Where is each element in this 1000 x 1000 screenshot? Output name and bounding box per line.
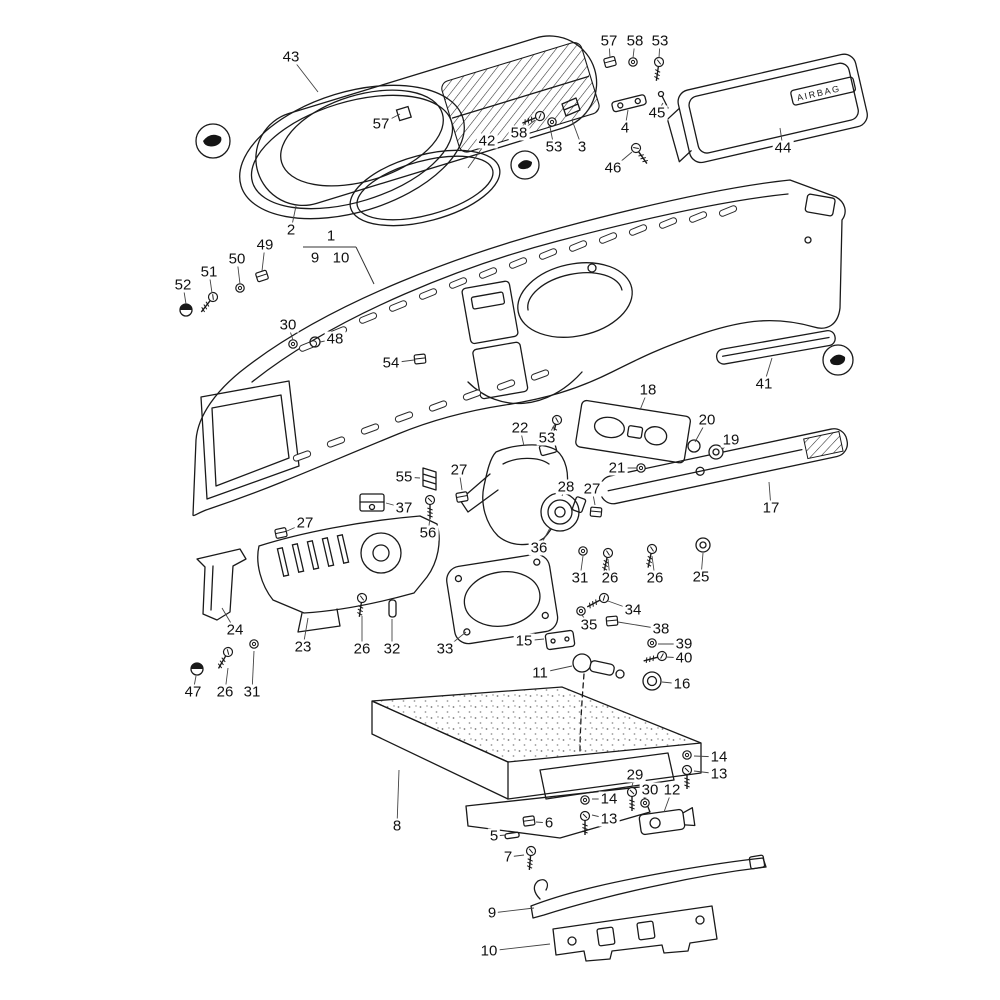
part-grommet bbox=[642, 671, 662, 691]
clip-icon bbox=[589, 506, 603, 518]
part-trim-strip-17 bbox=[599, 428, 848, 505]
washer-icon bbox=[640, 798, 650, 808]
part-cap-47 bbox=[190, 662, 204, 676]
part-bezel-33 bbox=[446, 553, 559, 645]
washer-icon bbox=[682, 750, 692, 760]
washer-icon bbox=[547, 117, 557, 127]
detail-clip-left bbox=[195, 123, 231, 159]
detail-clip-right bbox=[822, 344, 854, 376]
clip-icon bbox=[605, 615, 619, 627]
washer-icon bbox=[578, 546, 588, 556]
part-peg-32 bbox=[388, 599, 397, 618]
screw-icon bbox=[641, 649, 669, 666]
screw-icon bbox=[424, 494, 436, 520]
part-mounting-bracket bbox=[552, 905, 718, 962]
clip-icon bbox=[274, 526, 288, 540]
screw-icon bbox=[197, 289, 221, 316]
screw-icon bbox=[547, 413, 564, 441]
part-bracket-37 bbox=[359, 493, 385, 512]
knob-19 bbox=[708, 444, 724, 460]
part-airbag-module: AIRBAG bbox=[666, 53, 868, 164]
part-bracket-4 bbox=[611, 94, 647, 113]
part-spring bbox=[422, 467, 437, 491]
washer-icon bbox=[628, 57, 638, 67]
washer-icon bbox=[249, 639, 259, 649]
part-plug-25 bbox=[695, 537, 711, 553]
washer-icon bbox=[288, 339, 298, 349]
part-latch-12 bbox=[638, 806, 696, 836]
screw-icon bbox=[213, 645, 235, 672]
part-trim-strip-41 bbox=[715, 329, 836, 365]
screw-icon bbox=[651, 56, 665, 83]
part-bracket-15 bbox=[544, 629, 576, 651]
screw-icon bbox=[584, 591, 611, 612]
part-pin-5 bbox=[504, 831, 520, 840]
clip-icon bbox=[413, 353, 427, 365]
detail-clip-center bbox=[510, 150, 540, 180]
part-glove-box bbox=[371, 686, 702, 839]
face-vents bbox=[292, 368, 550, 463]
part-oval-seal bbox=[349, 149, 501, 227]
reference-brackets bbox=[303, 246, 375, 285]
screw-icon bbox=[681, 764, 693, 790]
part-dashboard-body bbox=[192, 179, 846, 517]
part-bracket-24 bbox=[196, 548, 247, 621]
screw-icon bbox=[626, 786, 638, 812]
screw-icon bbox=[524, 845, 537, 872]
washer-icon bbox=[647, 638, 657, 648]
washer-icon bbox=[235, 283, 245, 293]
screw-icon bbox=[598, 546, 615, 574]
part-left-lower-trim bbox=[257, 515, 440, 633]
clip-icon bbox=[254, 269, 270, 283]
part-cap-52 bbox=[179, 303, 193, 317]
part-defroster-panel bbox=[255, 35, 600, 207]
part-switch-panel bbox=[575, 399, 691, 464]
part-spring-3 bbox=[561, 97, 581, 117]
washer-icon bbox=[636, 463, 646, 473]
part-gauge bbox=[540, 492, 587, 532]
screw-icon bbox=[642, 542, 659, 570]
part-trim-ring bbox=[239, 84, 465, 220]
screw-icon bbox=[629, 141, 652, 167]
part-pin-45 bbox=[657, 90, 669, 109]
washer-icon bbox=[580, 795, 590, 805]
clip-icon bbox=[455, 491, 469, 503]
washer-icon bbox=[576, 606, 586, 616]
part-lower-trim-strip bbox=[530, 854, 767, 919]
knob-20 bbox=[687, 439, 701, 453]
clip-icon bbox=[522, 815, 536, 827]
